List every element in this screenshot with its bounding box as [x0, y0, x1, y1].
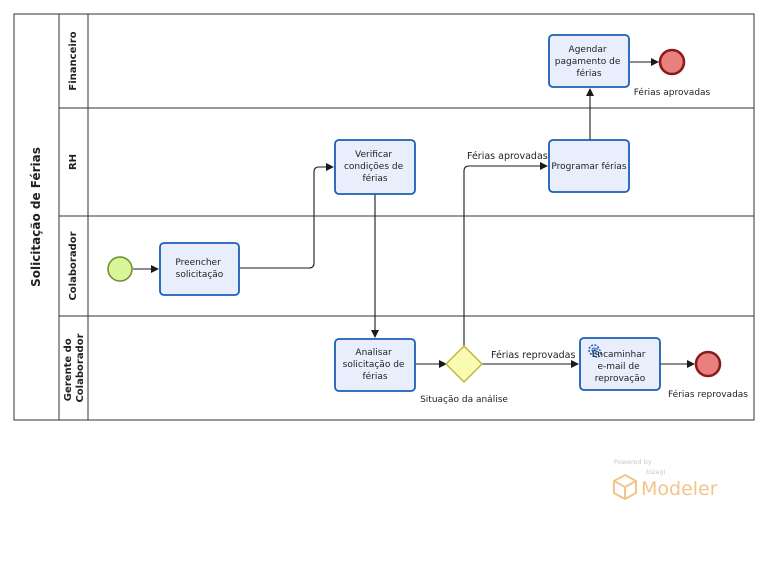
end-event-label-aprovadas: Férias aprovadas	[634, 87, 711, 98]
task-verificar[interactable]: Verificar condições de férias	[334, 139, 416, 195]
lane-label-colaborador: Colaborador	[68, 231, 79, 300]
pool-title: Solicitação de Férias	[29, 147, 43, 287]
svg-text:Analisar solicitação de: Analisar solicitação de férias	[343, 348, 408, 382]
task-encaminhar[interactable]: Encaminhar e-mail de reprovação	[579, 337, 661, 391]
svg-text:Programar férias: Programar férias	[551, 161, 626, 172]
start-event[interactable]	[107, 256, 133, 282]
lanes: Financeiro RH Colaborador Gerente do Col…	[59, 14, 754, 420]
lane-label-rh: RH	[68, 154, 79, 170]
end-event-label-reprovadas: Férias reprovadas	[668, 389, 748, 400]
flow-label-reprovadas: Férias reprovadas	[491, 350, 576, 361]
flow-preencher-to-verificar	[239, 163, 334, 269]
sequence-flows	[133, 58, 695, 368]
lane-label-gerente: Gerente do Colaborador	[63, 333, 86, 402]
watermark-product: Modeler	[641, 478, 718, 500]
task-programar[interactable]: Programar férias	[548, 139, 630, 193]
service-gear-icon	[588, 344, 602, 358]
watermark-powered-by: Powered by	[614, 458, 652, 466]
watermark-brand: bizagi	[646, 468, 665, 476]
end-event-aprovadas[interactable]	[658, 48, 686, 76]
svg-text:Encaminhar e-mail de: Encaminhar e-mail de reprovação	[592, 350, 649, 384]
task-preencher[interactable]: Preencher solicitação	[159, 242, 240, 296]
gateway-label: Situação da análise	[420, 395, 508, 405]
svg-text:Preencher solicitação: Preencher solicitação	[175, 258, 223, 280]
lane-label-financeiro: Financeiro	[68, 31, 79, 90]
end-event-reprovadas[interactable]	[694, 350, 722, 378]
bizagi-cube-icon	[613, 473, 637, 501]
task-analisar[interactable]: Analisar solicitação de férias	[334, 338, 416, 392]
task-agendar[interactable]: Agendar pagamento de férias	[548, 34, 630, 88]
flow-gateway-to-programar	[463, 162, 548, 346]
flow-label-aprovadas: Férias aprovadas	[467, 151, 548, 162]
bizagi-watermark: Powered by bizagi Modeler	[613, 458, 718, 501]
exclusive-gateway[interactable]	[445, 345, 483, 383]
svg-text:Verificar condições de: Verificar condições de férias	[344, 150, 406, 184]
svg-text:Agendar pagamento de: Agendar pagamento de férias	[555, 45, 624, 79]
